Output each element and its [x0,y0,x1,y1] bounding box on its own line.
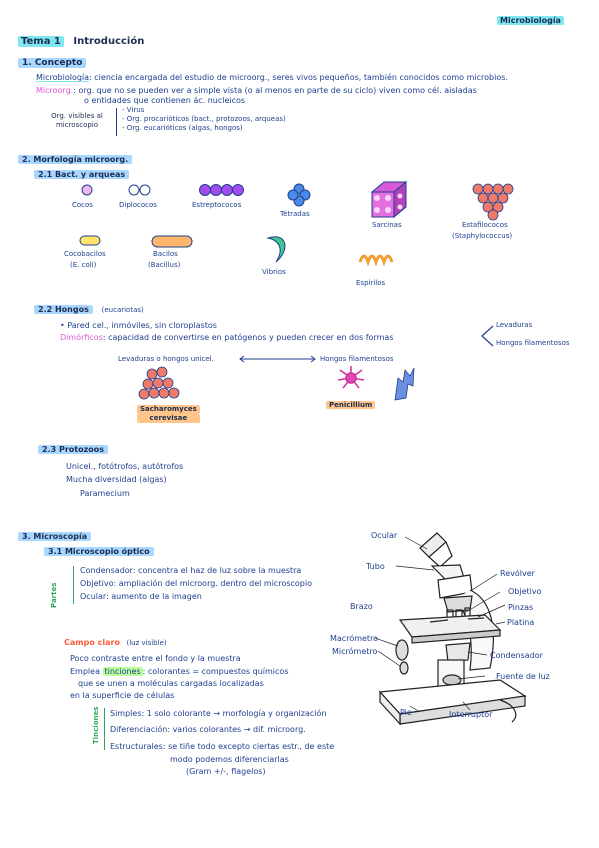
label-pie: Pie [400,708,412,717]
label-condensador: Condensador [490,651,543,660]
ecoli-label: (E. coli) [70,261,97,269]
sarcina-shape [370,180,408,219]
parte-objetivo: Objetivo: ampliación del microorg. dentr… [80,579,312,588]
section3-title: 3. Microscopía [18,532,92,542]
filament-shape [394,367,415,401]
tincion-diferenciacion: Diferenciación: varios colorantes → dif.… [110,725,306,734]
campo-line3: que se unen a moléculas cargadas localiz… [78,679,264,688]
espirilo-shape [358,254,394,267]
protozoos-line3: Paramecium [80,489,130,498]
tincion-estructurales: Estructurales: se tiñe todo excepto cier… [110,742,335,751]
label-macrometro: Macrómetro [330,634,379,643]
forma-filamentosos: Hongos filamentosos [496,339,570,347]
tetradas-label: Tétradas [280,210,310,218]
topic-header: Tema 1 Introducción [18,36,144,48]
sarcinas-label: Sarcinas [372,221,402,229]
estreptococo-shape [199,184,244,196]
protozoos-subtitle: 2.3 Protozoos [38,445,108,455]
diplococo-shape [128,184,140,196]
section2-title: 2. Morfología microorg. [18,155,133,165]
parte-ocular: Ocular: aumento de la imagen [80,592,202,601]
protozoos-line2: Mucha diversidad (algas) [66,475,167,484]
vibrio-shape [266,236,286,263]
label-revolver: Revólver [500,569,535,578]
optico-subtitle: 3.1 Microscopio óptico [44,547,154,557]
label-interruptor: Interruptor [449,710,493,719]
campo-line4: en la superficie de células [70,691,175,700]
espirilos-label: Espirilos [356,279,386,287]
vibrios-label: Vibrios [262,268,286,276]
diplococos-label: Diplococos [119,201,157,209]
tetrada-shape [287,183,311,207]
forma-levaduras: Levaduras [496,321,533,329]
penicillium-shape [337,366,365,389]
bacilos-label: Bacilos [153,250,178,258]
microbiologia-def: Microbiología: ciencia encargada del est… [36,73,508,82]
microorg-def2: o entidades que contienen ác. nucleicos [84,96,246,105]
sacharomyces-label: Sacharomyces cerevisae [137,405,200,423]
hongos-line1: • Pared cel., inmóviles, sin cloroplasto… [60,321,217,330]
filamentosos-label: Hongos filamentosos [320,355,394,363]
label-brazo: Brazo [350,602,373,611]
estafilococos-label: Estafilococos [462,221,508,229]
bacilo-shape [151,235,193,248]
section1-title: 1. Concepto [18,58,87,69]
estafilococo-shape [472,183,514,221]
label-platina: Platina [507,618,535,627]
parte-condensador: Condensador: concentra el haz de luz sob… [80,566,302,575]
campo-line1: Poco contraste entre el fondo y la muest… [70,654,241,663]
bacteria-shapes [79,180,514,267]
label-pinzas: Pinzas [508,603,534,612]
tinciones-bar [104,708,105,750]
visibles-list: - Virus - Org. procarióticos (bact., pro… [122,106,286,132]
label-micrometro: Micrómetro [332,647,378,656]
tincion-estructurales-2: modo podemos diferenciarlas [170,755,289,764]
topic-tag: Tema 1 [18,36,64,47]
label-objetivo: Objetivo [508,587,542,596]
topic-title: Introducción [73,36,145,47]
label-tubo: Tubo [366,562,385,571]
coco-shape [81,184,93,196]
cocobacilos-label: Cocobacilos [64,250,106,258]
levaduras-label: Levaduras o hongos unicel. [118,355,214,363]
estreptococos-label: Estreptococos [192,201,242,209]
protozoos-line1: Unicel., fotótrofos, autótrofos [66,462,184,471]
staphylococcus-label: (Staphylococcus) [452,232,513,240]
label-ocular: Ocular [371,531,398,540]
cocos-label: Cocos [72,201,93,209]
cocobacilo-shape [79,235,101,246]
microorg-def: Microorg.: org. que no se pueden ver a s… [36,86,477,95]
label-fuente-luz: Fuente de luz [496,672,550,681]
tincion-simples: Simples: 1 solo colorante → morfología y… [110,709,327,718]
yeast-cluster [138,366,180,400]
tincion-estructurales-3: (Gram +/-, flagelos) [186,767,266,776]
bacillus-label: (Bacillus) [148,261,181,269]
penicillium-label: Penicillium [326,401,376,410]
hongos-line2: Dimórficos: capacidad de convertirse en … [60,333,394,342]
campo-claro-title: Campo claro (luz visible) [64,638,167,647]
subject-tag: Microbiología [497,16,564,26]
campo-line2: Emplea tinciones: colorantes = compuesto… [70,667,289,676]
partes-bar [73,566,74,604]
bact-subtitle: 2.1 Bact. y arqueas [34,170,130,180]
hongos-subtitle: 2.2 Hongos (eucariotas) [34,305,144,315]
visibles-brace [116,108,117,136]
